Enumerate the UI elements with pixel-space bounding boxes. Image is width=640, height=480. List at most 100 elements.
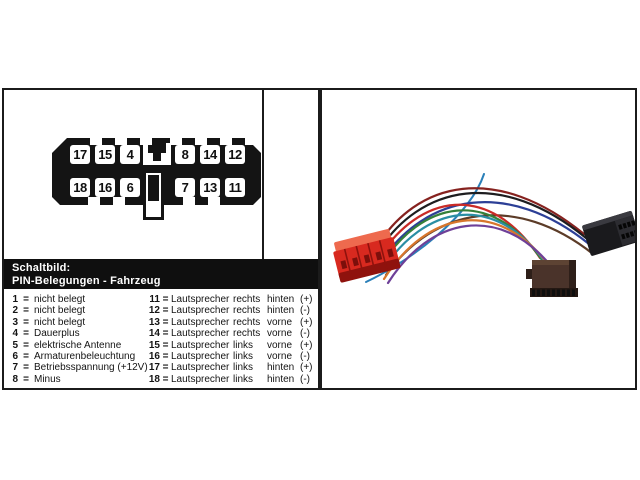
pin-number: 5 bbox=[12, 339, 18, 351]
speaker-label: Lautsprecher bbox=[171, 339, 230, 351]
black-connector-pin-holes bbox=[618, 220, 635, 240]
equals-sign: = bbox=[162, 305, 169, 317]
pin-number: 3 bbox=[12, 316, 18, 328]
pin-number-label: 8 bbox=[175, 145, 195, 164]
polarity-label: (+) bbox=[300, 294, 313, 305]
red-connector-slot bbox=[340, 260, 348, 270]
pin-number: 13 bbox=[148, 316, 160, 328]
equals-sign: = bbox=[23, 305, 29, 317]
pin-description: nicht belegt bbox=[34, 316, 86, 328]
pin-17: 17 bbox=[70, 145, 90, 164]
pin-6: 6 bbox=[120, 178, 140, 197]
pin-number: 15 bbox=[148, 339, 160, 351]
pin-number: 17 bbox=[148, 362, 160, 374]
pin-number-label: 15 bbox=[95, 145, 115, 164]
pin-number: 14 bbox=[148, 328, 160, 340]
red-connector-slot bbox=[387, 248, 394, 258]
position-label: vorne bbox=[267, 316, 293, 328]
pin-row: 3=nicht belegt bbox=[8, 317, 148, 328]
red-connector-segment-grooves bbox=[343, 240, 388, 280]
speaker-label: Lautsprecher bbox=[171, 294, 230, 305]
side-label: rechts bbox=[233, 305, 261, 317]
position-label: vorne bbox=[267, 339, 293, 351]
wire-purple bbox=[386, 224, 553, 285]
pin-number: 12 bbox=[148, 305, 160, 317]
pin-row: 4=Dauerplus bbox=[8, 328, 148, 339]
speaker-label: Lautsprecher bbox=[171, 362, 230, 374]
equals-sign: = bbox=[162, 362, 169, 374]
pin-row: 1=nicht belegt bbox=[8, 294, 148, 305]
pin-16: 16 bbox=[95, 178, 115, 197]
diagram-title-bar: Schaltbild: PIN-Belegungen - Fahrzeug bbox=[4, 259, 318, 289]
red-connector-slot bbox=[352, 257, 359, 267]
position-label: vorne bbox=[267, 350, 293, 362]
red-connector-slot bbox=[363, 254, 371, 264]
polarity-label: (-) bbox=[300, 328, 310, 340]
position-label: hinten bbox=[267, 373, 295, 385]
pin-number: 18 bbox=[148, 373, 160, 385]
edge-notch bbox=[90, 138, 102, 145]
side-label: links bbox=[233, 362, 254, 374]
polarity-label: (-) bbox=[300, 305, 310, 317]
side-label: links bbox=[233, 339, 254, 351]
pin-number: 8 bbox=[12, 373, 18, 385]
pin-row: 7=Betriebsspannung (+12V) bbox=[8, 362, 148, 373]
edge-notch bbox=[170, 138, 182, 145]
edge-notch bbox=[88, 197, 100, 205]
key-slot-left bbox=[143, 143, 148, 157]
pin-12: 12 bbox=[225, 145, 245, 164]
polarity-label: (-) bbox=[300, 350, 310, 362]
equals-sign: = bbox=[23, 294, 29, 305]
pin-description: Betriebsspannung (+12V) bbox=[34, 362, 148, 374]
side-label: links bbox=[233, 350, 254, 362]
polarity-label: (-) bbox=[300, 373, 310, 385]
pin-number-label: 4 bbox=[120, 145, 140, 164]
position-label: hinten bbox=[267, 305, 295, 317]
pin-row: 2=nicht belegt bbox=[8, 305, 148, 316]
edge-notch bbox=[245, 138, 257, 145]
edge-notch bbox=[195, 138, 207, 145]
pin-number: 4 bbox=[12, 328, 18, 340]
edge-notch bbox=[183, 197, 195, 205]
equals-sign: = bbox=[162, 373, 169, 385]
edge-notch bbox=[140, 138, 152, 145]
position-label: vorne bbox=[267, 328, 293, 340]
iso-connector-red bbox=[333, 229, 401, 283]
equals-sign: = bbox=[23, 362, 29, 374]
product-photo-panel bbox=[320, 88, 637, 390]
position-label: hinten bbox=[267, 362, 295, 374]
pin-4: 4 bbox=[120, 145, 140, 164]
pin-row: 8=Minus bbox=[8, 374, 148, 385]
iso-connector-brown bbox=[526, 260, 578, 297]
edge-notch bbox=[220, 138, 232, 145]
equals-sign: = bbox=[23, 339, 29, 351]
iso-connector-black bbox=[582, 211, 635, 256]
edge-notch bbox=[115, 138, 127, 145]
pin-number-label: 17 bbox=[70, 145, 90, 164]
pin-number-label: 18 bbox=[70, 178, 90, 197]
brown-connector-side-shade bbox=[569, 260, 576, 290]
equals-sign: = bbox=[162, 339, 169, 351]
red-connector-slot bbox=[375, 251, 383, 261]
center-guide-slot-inner bbox=[148, 175, 159, 201]
equals-sign: = bbox=[162, 316, 169, 328]
speaker-label: Lautsprecher bbox=[171, 305, 230, 317]
speaker-label: Lautsprecher bbox=[171, 316, 230, 328]
pin-11: 11 bbox=[225, 178, 245, 197]
pin-13: 13 bbox=[200, 178, 220, 197]
equals-sign: = bbox=[162, 294, 169, 305]
side-label: links bbox=[233, 373, 254, 385]
pin-number-label: 14 bbox=[200, 145, 220, 164]
position-label: hinten bbox=[267, 294, 295, 305]
pin-number: 6 bbox=[12, 350, 18, 362]
diagram-title-line2: PIN-Belegungen - Fahrzeug bbox=[12, 275, 161, 287]
brown-connector-pin-teeth bbox=[532, 289, 575, 296]
wire-blue bbox=[378, 201, 591, 265]
pin-number-label: 6 bbox=[120, 178, 140, 197]
equals-sign: = bbox=[162, 350, 169, 362]
pin-number: 11 bbox=[149, 294, 160, 305]
